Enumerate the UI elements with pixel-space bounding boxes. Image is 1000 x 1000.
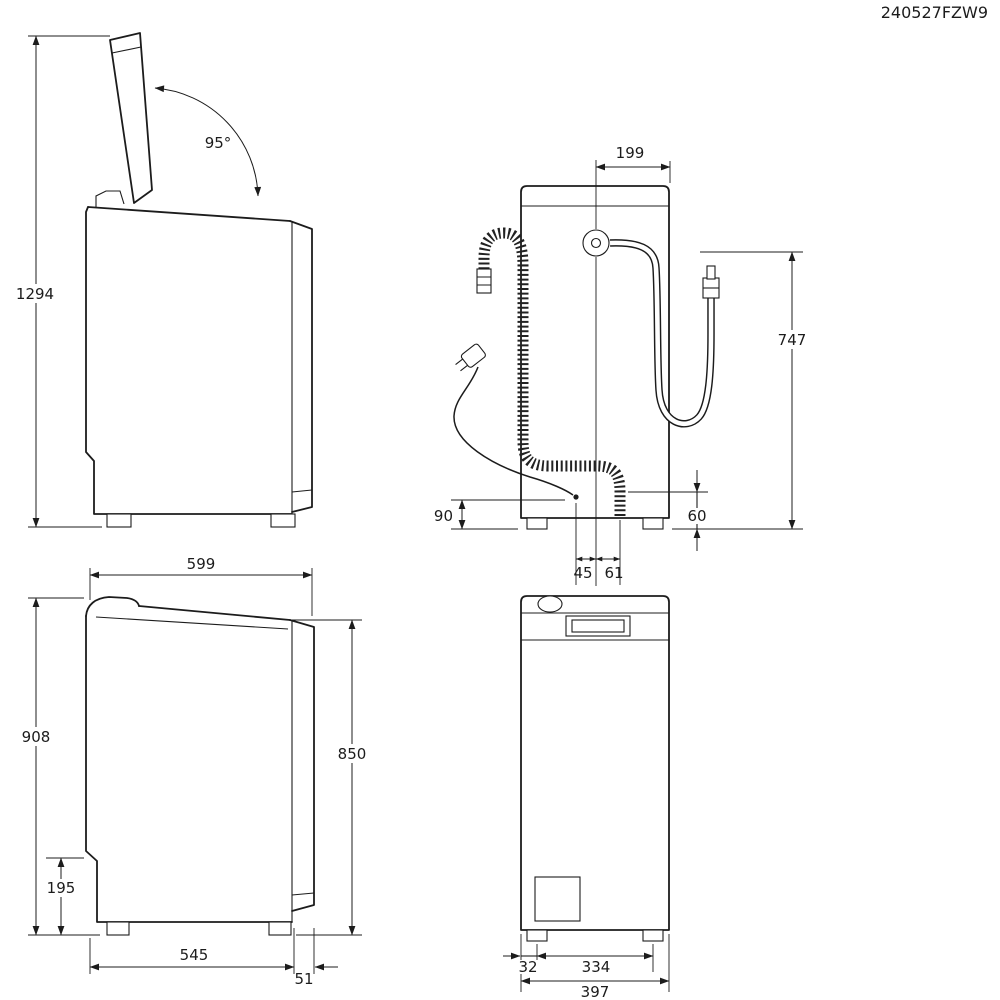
closed-rear-foot [268, 921, 292, 936]
cord-anchor-dot [573, 494, 579, 500]
dim-bottom-offsets: 45 61 [573, 503, 624, 585]
dim-width: 397 [520, 977, 670, 1000]
lid-bump [85, 596, 140, 617]
dim-base-depth: 545 51 [89, 928, 338, 988]
power-plug [455, 343, 486, 372]
control-display [565, 615, 631, 637]
rear-left-foot [526, 517, 548, 530]
dim-body-height: 850 [292, 619, 372, 936]
width-label: 397 [581, 983, 610, 1000]
cord-to-center-label: 45 [573, 564, 592, 582]
dim-recess-height: 195 [42, 857, 84, 936]
power-cord [453, 366, 574, 496]
rear-right-foot [642, 517, 664, 530]
open-lid [109, 32, 153, 204]
dim-hose-height: 747 [672, 251, 811, 530]
front-right-foot [642, 929, 664, 942]
inlet-hose-thread [706, 265, 716, 280]
inlet-offset-label: 199 [616, 144, 645, 162]
feet-spacing-label: 334 [582, 958, 611, 976]
base-depth-label: 545 [180, 946, 209, 964]
program-knob [537, 595, 563, 613]
recess-height-label: 195 [47, 879, 76, 897]
front-foot [106, 513, 132, 528]
depth-label: 599 [187, 555, 216, 573]
body-front-bottom-edge [85, 206, 293, 515]
inlet-valve-circle [582, 229, 610, 257]
center-to-drain-label: 61 [604, 564, 623, 582]
view-front: 32 334 397 [503, 595, 670, 1000]
front-left-foot [526, 929, 548, 942]
total-height-label: 1294 [16, 285, 54, 303]
doc-code: 240527FZW9 [881, 3, 988, 22]
lid-handle-line [111, 46, 142, 54]
lid-angle-label: 95° [205, 134, 232, 152]
dim-cord-height: 90 [434, 499, 565, 530]
closed-back-tick [291, 892, 315, 896]
closed-top-edge [138, 605, 291, 621]
view-side-lid-open: 95° 1294 [14, 32, 313, 528]
drain-hose [476, 227, 626, 516]
closed-front-bottom-edge [85, 615, 293, 923]
lid-angle-arc [154, 85, 262, 197]
dim-feet: 32 334 [503, 934, 670, 992]
dim-inlet-offset: 199 [595, 144, 671, 183]
closed-back-panel [289, 619, 315, 912]
dim-height-with-lid: 908 [15, 597, 100, 936]
pump-access-panel [534, 876, 581, 922]
back-panel-tick [291, 489, 313, 493]
body-back-panel [289, 220, 313, 513]
hose-height-label: 747 [778, 331, 807, 349]
body-height-label: 850 [338, 745, 367, 763]
rear-foot [270, 513, 296, 528]
cord-height-label: 90 [434, 507, 453, 525]
dim-total-height: 1294 [14, 35, 110, 528]
foot-inset-label: 32 [518, 958, 537, 976]
drain-hose-fitting [476, 268, 492, 294]
closed-front-foot [106, 921, 130, 936]
rear-body [520, 185, 670, 519]
drain-height-label: 60 [687, 507, 706, 525]
inlet-valve-center [590, 237, 602, 249]
front-body [520, 595, 670, 931]
body-top-edge [87, 206, 291, 222]
lid-hinge-bracket [95, 190, 125, 207]
dim-depth: 599 [89, 555, 313, 616]
inlet-hose [609, 239, 720, 428]
control-display-inner [571, 619, 625, 633]
lid-seam-line [95, 616, 289, 630]
height-with-lid-label: 908 [22, 728, 51, 746]
dim-drain-height: 60 [628, 470, 710, 551]
rear-offset-label: 51 [294, 970, 313, 988]
view-side-lid-closed: 599 908 850 [15, 555, 372, 988]
view-rear-hoses: 199 747 90 60 [434, 144, 811, 586]
